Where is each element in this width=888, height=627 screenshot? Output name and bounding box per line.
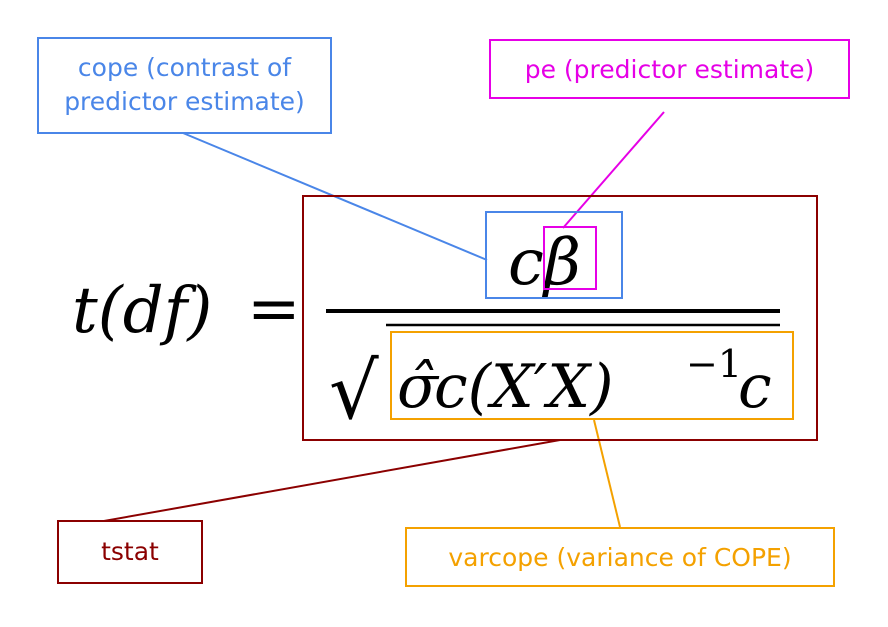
cope-label-line-1: cope (contrast of [77,53,292,82]
denominator-sigma-hat: σ̂ [397,352,440,422]
equation-lhs: t(df) [72,274,212,348]
denominator-exponent: −1 [686,342,742,386]
denominator-trailing-c: c [738,352,772,422]
tstat-label: tstat [57,520,203,584]
denominator-body: c(X′X) [434,352,613,422]
varcope-connector-line [593,419,621,528]
pe-connector-line [562,111,665,229]
tstat-highlight-box [302,195,818,441]
pe-label: pe (predictor estimate) [489,39,850,99]
cope-label-line-2: predictor estimate) [64,87,305,116]
equation-equals-sign: = [247,272,301,346]
varcope-highlight-box [390,331,794,420]
cope-label: cope (contrast of predictor estimate) [37,37,332,134]
pe-highlight-box [543,226,597,290]
varcope-label: varcope (variance of COPE) [405,527,835,587]
cope-highlight-box [485,211,623,299]
tstat-connector-line [103,439,561,522]
sqrt-symbol: √ [329,347,379,437]
